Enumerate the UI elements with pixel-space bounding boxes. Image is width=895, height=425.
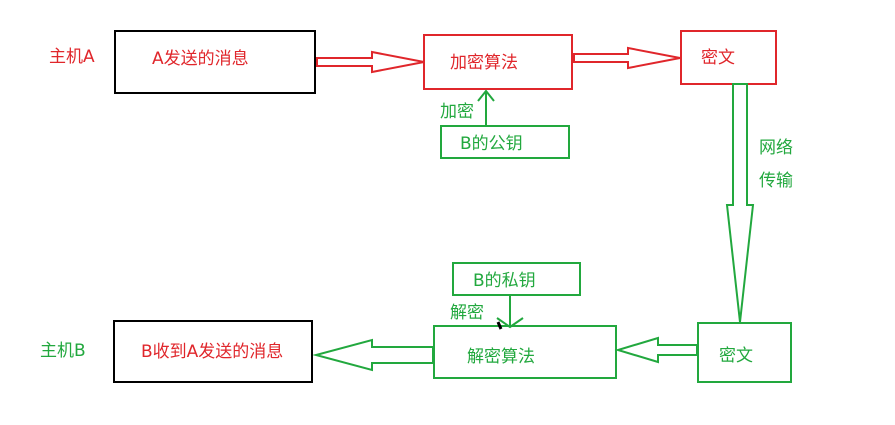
private-key-arrow-head [496, 317, 524, 329]
public-key-arrow-head [477, 89, 495, 102]
cipher-text-top: 密文 [701, 48, 735, 68]
host-b-label: 主机B [40, 341, 86, 361]
encrypt-algorithm-box [423, 34, 573, 90]
public-key-text: B的公钥 [460, 134, 523, 154]
decrypt-label: 解密 [450, 303, 484, 323]
cursor-mark [496, 321, 503, 330]
encrypt-algorithm-text: 加密算法 [450, 53, 518, 73]
network-transfer-arrow [725, 83, 755, 323]
network-label-line1: 网络 [759, 138, 793, 158]
decrypt-algorithm-text: 解密算法 [467, 347, 535, 367]
arrow-decrypt-to-message [312, 338, 434, 372]
arrow-cipher-to-decrypt [614, 336, 698, 364]
host-b-message-text: B收到A发送的消息 [141, 342, 283, 362]
public-key-box [440, 125, 570, 159]
network-label-line2: 传输 [759, 171, 793, 191]
host-a-message-text: A发送的消息 [152, 49, 249, 69]
private-key-box [452, 262, 581, 296]
encrypt-label: 加密 [440, 102, 474, 122]
arrow-message-to-encrypt [316, 50, 425, 74]
cipher-text-bottom: 密文 [719, 346, 753, 366]
host-b-message-box [113, 320, 313, 383]
cipher-box-top [680, 30, 777, 85]
host-a-message-box [114, 30, 316, 94]
host-a-label: 主机A [49, 47, 95, 67]
arrow-encrypt-to-cipher [573, 46, 681, 70]
private-key-text: B的私钥 [473, 271, 536, 291]
